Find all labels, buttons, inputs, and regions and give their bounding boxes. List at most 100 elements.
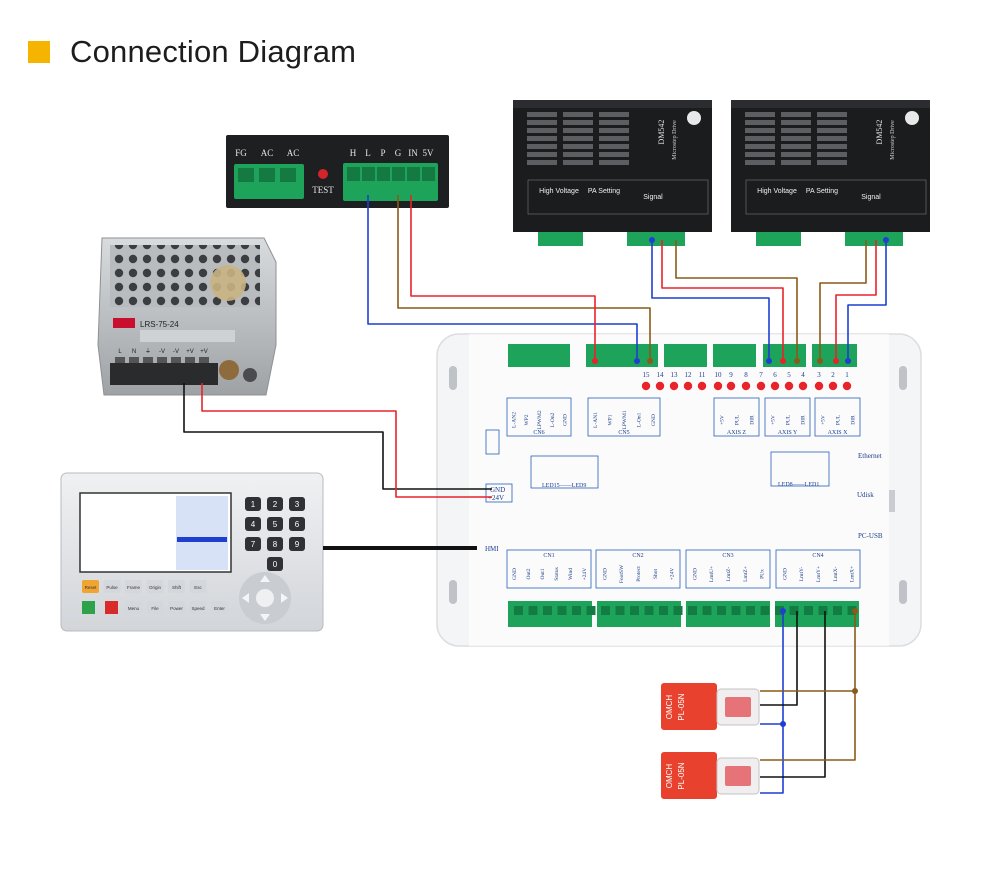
hmi-dpad[interactable] [239,572,291,624]
status-led [770,381,780,391]
numpad-key-label: 1 [251,500,256,509]
bottom-pin-label: FootSW [619,564,625,583]
function-key[interactable] [189,601,207,614]
test-label: TEST [312,185,334,195]
status-led [828,381,838,391]
numpad-key[interactable] [289,537,305,551]
function-key[interactable] [125,580,142,593]
numpad-key[interactable] [245,517,261,531]
pin-number: 4 [801,371,805,379]
function-key[interactable] [211,601,228,614]
pin-number: 14 [657,371,665,379]
top-group-name: CN5 [618,430,629,436]
hmi-port-label: HMI [485,545,499,553]
numpad-key[interactable] [289,517,305,531]
status-led [798,381,808,391]
wire-drv2-blue [847,240,887,361]
wire-drv1-red [661,240,784,361]
bottom-pin-label: GND [602,568,608,580]
switch-brand: OMCH [665,764,674,789]
start-key[interactable] [82,601,95,614]
driver-logo [687,111,701,125]
top-pin-label: WP1 [608,414,614,425]
pin-number: 11 [699,371,706,379]
page-title: Connection Diagram [70,34,357,69]
bottom-pin-label: LmtU+ [709,566,715,582]
function-key[interactable] [146,580,164,593]
numpad-key[interactable] [267,537,283,551]
top-pin-label: L-On1 [636,412,642,427]
function-key-label: Shift [172,585,182,590]
terminal-screw [833,606,842,615]
bottom-pin-label: Out2 [526,568,532,579]
terminal-screw [586,606,596,615]
switch-model: PL-05N [677,693,686,720]
terminal-screw [775,606,784,615]
test-button[interactable] [318,169,328,179]
power-gnd-label: GND [490,486,505,494]
terminal-screw [760,606,770,615]
function-key[interactable] [168,601,185,614]
driver-signal-terminal [627,232,685,246]
numpad-key[interactable] [245,497,261,511]
power-24v-label: +24V [488,494,504,502]
top-pin-label: DIR [851,415,857,425]
pc-usb-label: PC-USB [858,532,883,540]
status-led [641,381,651,391]
numpad-key-label: 5 [273,520,278,529]
function-key[interactable] [125,601,142,614]
wire-relay-blue [367,195,638,361]
terminal-screw [528,606,538,615]
driver-section-label: Signal [861,194,881,201]
function-key[interactable] [168,580,185,593]
power-terminal-label: ⏚ [145,348,151,355]
function-key[interactable] [189,580,207,593]
pin-number: 6 [773,371,777,379]
function-key[interactable] [146,601,164,614]
numpad-key[interactable] [267,557,283,571]
bottom-pin-label: LmtY- [799,567,805,582]
function-key[interactable] [103,580,121,593]
bottom-group-name: CN1 [543,553,554,559]
pin-number: 12 [685,371,693,379]
driver-brand: Microstep Drive [890,120,896,160]
numpad-key-label: 2 [273,500,278,509]
numpad-key[interactable] [289,497,305,511]
top-pin-label: PUL [786,414,792,425]
pin-number: 1 [845,371,849,379]
bottom-terminal-screws [514,606,857,615]
stop-key[interactable] [105,601,118,614]
status-led [713,381,723,391]
pin-number: 7 [759,371,763,379]
bottom-group-name: CN4 [812,553,823,559]
numpad-key[interactable] [267,517,283,531]
top-pin-label: +5V [771,415,777,425]
top-pin-label: DIR [801,415,807,425]
relay-right-label: G [395,148,402,158]
bottom-pin-label: Shot [653,568,659,579]
function-key[interactable] [82,580,99,593]
driver-power-terminal [756,232,801,246]
function-key-label: Enter [214,606,225,611]
numpad-key-label: 3 [295,500,300,509]
numpad-key[interactable] [267,497,283,511]
power-terminal-label: +V [186,349,194,355]
top-pin-label: L-AN2 [511,412,517,428]
status-led [683,381,693,391]
status-led [741,381,751,391]
switch-brand: OMCH [665,695,674,720]
numpad-key[interactable] [245,537,261,551]
